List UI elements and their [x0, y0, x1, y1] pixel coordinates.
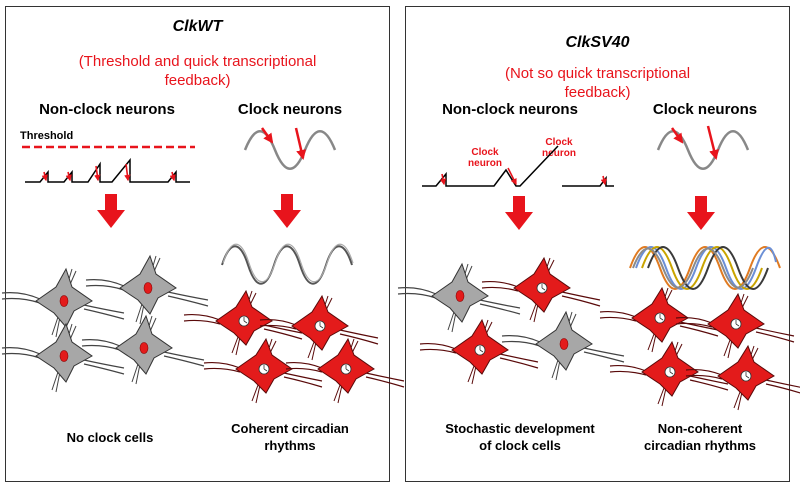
- clkwt-subtitle-line2: feedback): [164, 72, 231, 89]
- clksv40-caption-noncoherent-line1: Non-coherent: [657, 421, 743, 436]
- clksv40-subtitle-line2: feedback): [564, 84, 631, 101]
- noncoherent-waves: [629, 246, 781, 290]
- neuron-clock-red: [609, 341, 729, 407]
- clkwt-clock-heading: Clock neurons: [237, 101, 343, 118]
- small-arrow: [94, 165, 101, 182]
- clock-sine-wave: [243, 130, 337, 170]
- small-arrow: [41, 171, 48, 182]
- down-arrow: [505, 196, 533, 230]
- clkwt-caption-coherent-line2: rhythms: [264, 438, 316, 453]
- threshold-label: Threshold: [20, 130, 74, 142]
- clksv40-subtitle-line1: (Not so quick transcriptional: [504, 65, 691, 82]
- neuron-clock-red: [285, 338, 405, 404]
- clksv40-non-clock-heading: Non-clock neurons: [442, 101, 578, 118]
- clksv40-caption-noncoherent-line2: circadian rhythms: [644, 438, 756, 453]
- neuron-clock-red: [203, 338, 323, 404]
- sawtooth-trace-right: [422, 145, 614, 187]
- coherent-waves: [221, 245, 353, 285]
- small-arrow: [507, 167, 517, 186]
- small-arrow: [439, 173, 447, 186]
- small-arrow: [65, 171, 72, 182]
- down-arrow: [687, 196, 715, 230]
- neuron-grey: [1, 268, 125, 338]
- clkwt-non-clock-heading: Non-clock neurons: [39, 101, 175, 118]
- neuron-grey: [1, 323, 125, 393]
- clksv40-clock-heading: Clock neurons: [652, 101, 758, 118]
- down-arrow: [273, 194, 301, 228]
- neuron-clock-red: [481, 257, 601, 323]
- neuron-grey: [397, 263, 521, 333]
- clkwt-panel: [5, 6, 390, 482]
- neuron-clock-red: [685, 345, 800, 411]
- clkwt-caption-no-clock: No clock cells: [66, 430, 154, 445]
- small-arrow: [294, 127, 307, 160]
- small-arrow: [124, 163, 131, 182]
- neuron-clock-red: [183, 290, 303, 356]
- neuron-grey: [501, 311, 625, 381]
- clksv40-caption-stochastic-line1: Stochastic development: [445, 421, 595, 436]
- small-arrow: [260, 127, 274, 144]
- clksv40-title: ClkSV40: [565, 34, 630, 51]
- clksv40-panel: [405, 6, 790, 482]
- clksv40-caption-stochastic-line2: of clock cells: [479, 438, 561, 453]
- clkwt-title: ClkWT: [172, 18, 223, 35]
- clock-sine-wave: [656, 130, 750, 170]
- down-arrow: [97, 194, 125, 228]
- neuron-clock-red: [675, 293, 795, 359]
- neuron-grey: [81, 315, 205, 385]
- small-arrow: [670, 127, 684, 144]
- small-arrow: [600, 175, 607, 186]
- neuron-clock-red: [419, 319, 539, 385]
- clkwt-caption-coherent-line1: Coherent circadian: [231, 421, 349, 436]
- small-arrow: [169, 171, 176, 182]
- clkwt-subtitle-line1: (Threshold and quick transcriptional: [78, 53, 317, 70]
- sawtooth-trace-left: [25, 157, 190, 183]
- small-arrow: [706, 125, 719, 160]
